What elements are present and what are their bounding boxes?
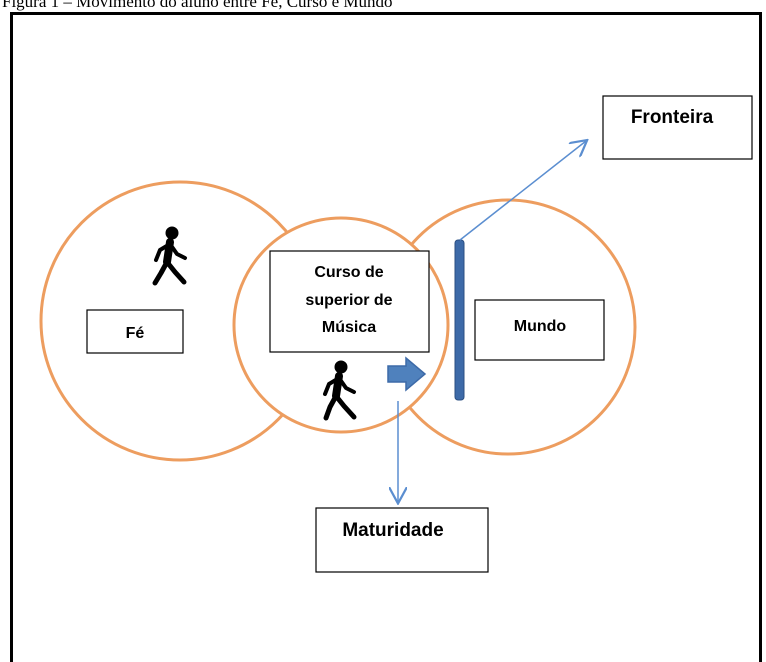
curso-label-line3: Música [322, 319, 376, 336]
fronteira-label: Fronteira [631, 107, 714, 128]
walking-person-icon [323, 360, 357, 421]
curso-label-line2: superior de [305, 292, 392, 309]
fronteira-arrow [459, 141, 586, 241]
walking-person-icon [152, 226, 187, 286]
right-arrow-icon [387, 356, 427, 392]
curso-label-line1: Curso de [314, 264, 383, 281]
mundo-label: Mundo [514, 318, 567, 335]
maturidade-box [315, 507, 489, 573]
mundo-box [474, 299, 605, 361]
fe-box [86, 309, 184, 354]
fronteira-box [602, 95, 753, 160]
figure-caption: Figura 1 – Movimento do aluno entre Fé, … [2, 0, 393, 11]
curso-box [269, 250, 430, 353]
fe-label: Fé [126, 325, 145, 342]
maturidade-label: Maturidade [342, 520, 443, 541]
diagram-frame [10, 12, 762, 662]
fronteira-barrier [454, 239, 465, 401]
